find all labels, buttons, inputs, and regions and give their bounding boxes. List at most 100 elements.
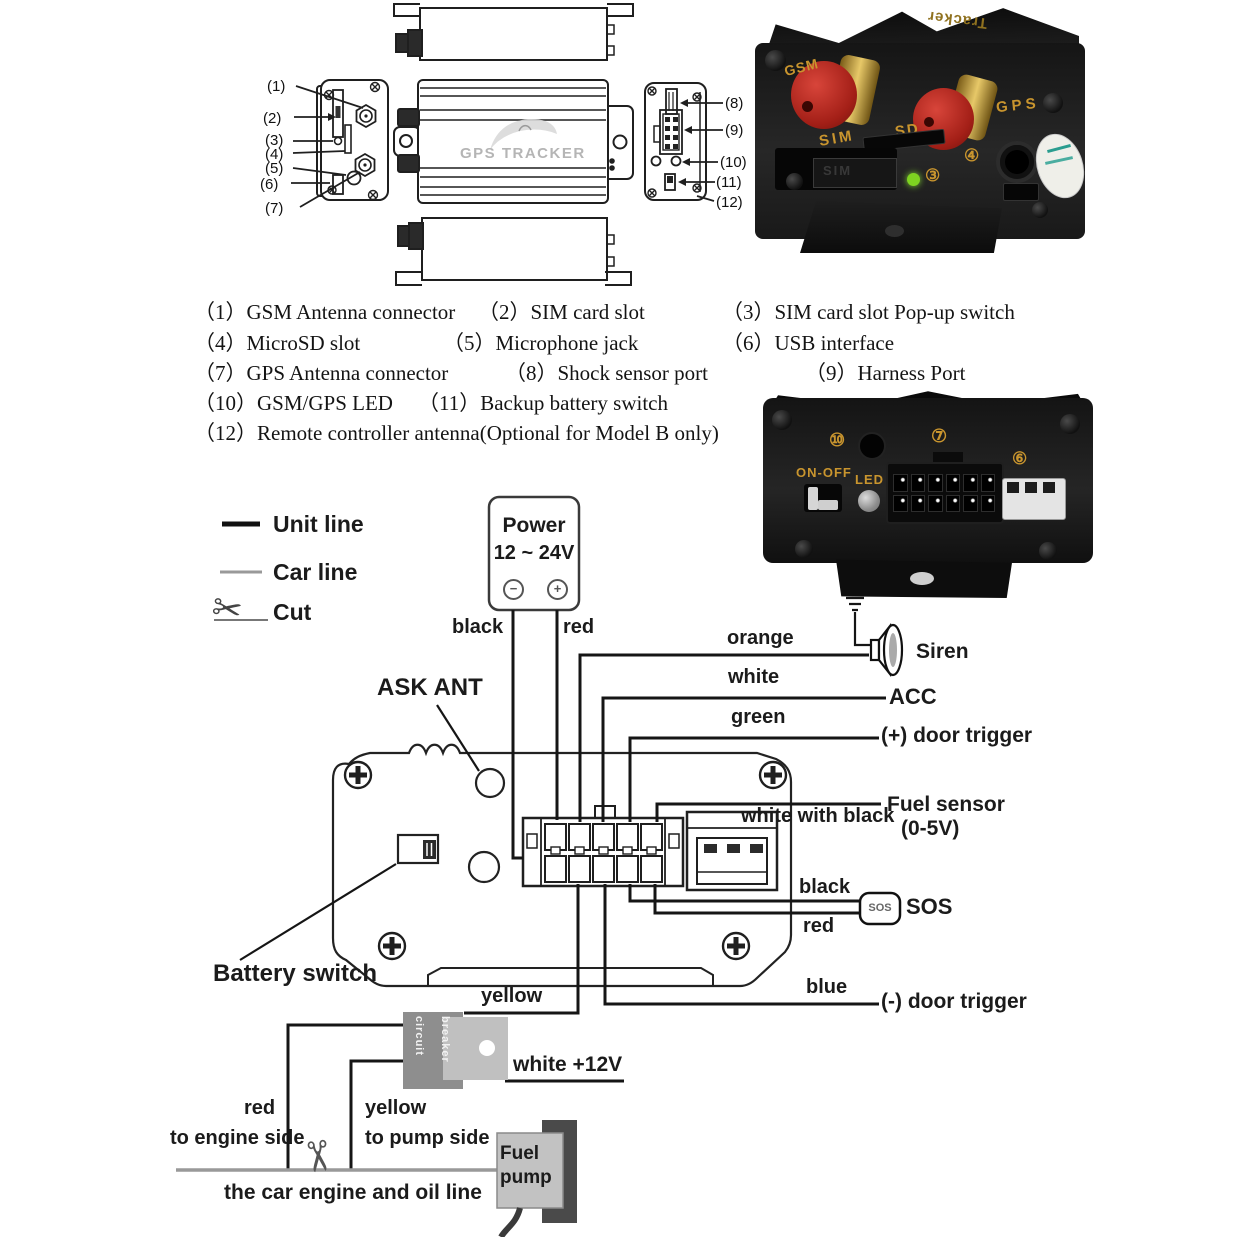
orange-wire-label: orange [727,627,794,649]
harness-socket [886,462,1004,524]
left-end-view-drawing [291,79,389,208]
yellow-pump-label: yellow [365,1097,427,1119]
part-item-7: （7）GPS Antenna connector [194,361,449,385]
power-switch-lever2 [818,500,838,510]
microphone-jack [996,141,1038,183]
gps-tracker-logo: GPS TRACKER [460,145,586,162]
screw-right [1043,93,1063,113]
right-end-view-drawing [644,82,723,202]
unit-wires [239,596,886,1170]
backplate-screws [343,760,788,961]
power-title: Power [502,514,566,537]
sim-tray [813,158,897,188]
usb-slot [1003,183,1039,201]
device-photo-front: Tracker GSM SIM SD GPS SIM ③ ④ [755,5,1093,255]
callout-12: (12) [716,194,743,211]
ask-ant-label: ASK ANT [377,674,483,701]
plus-terminal-icon: + [547,579,568,600]
gsm-antenna-hole [802,101,813,112]
callout-4: (4) [265,146,284,163]
part-item-4: （4）MicroSD slot [194,331,361,355]
part-item-8: （8）Shock sensor port [505,361,708,385]
part-item-10: （10）GSM/GPS LED [194,391,393,415]
gsm-antenna-cap [791,61,857,129]
minus-terminal-icon: − [503,579,524,600]
green-wire-label: green [731,706,786,728]
num4-marker: ④ [964,146,981,165]
cut-label: Cut [273,599,312,625]
white-12v-label: white +12V [513,1053,623,1076]
back-bracket-hole [910,572,934,585]
harness-pins [893,474,995,512]
part-item-12: （12）Remote controller antenna(Optional f… [194,421,719,445]
acc-label: ACC [889,684,937,709]
black-power-label: black [452,616,504,638]
callout-1: (1) [267,78,286,95]
screw-bottom-right [1032,202,1048,218]
part-item-11: （11）Backup battery switch [418,391,669,415]
battery-switch-label: Battery switch [213,960,378,987]
siren-label: Siren [916,640,969,663]
callout-7: (7) [265,200,284,217]
usb-pin1 [1007,482,1019,493]
siren-horn-icon [869,622,904,678]
blue-wire-label: blue [806,976,848,998]
on-off-label: ON-OFF [796,465,852,480]
brand-top-text: Tracker [926,7,989,32]
back-led [858,490,880,512]
legend-sample-lines [214,521,268,621]
red-power-label: red [563,616,595,638]
callout-11: (11) [716,174,742,191]
fuel-pump-shape [496,1120,577,1237]
screw-top-left [765,50,786,71]
part-item-2: （2）SIM card slot [478,300,645,324]
door-minus-label: (-) door trigger [881,990,1027,1013]
sim-tray-label: SIM [823,163,853,178]
part-item-9: （9）Harness Port [805,361,966,385]
part-item-1: （1）GSM Antenna connector [194,300,456,324]
power-switch-lever [808,487,818,510]
mic-hole [858,432,886,460]
circuit-breaker-label: circuit breaker [413,1016,451,1063]
power-voltage: 12 ~ 24V [493,542,575,564]
callout-5: (5) [265,160,284,177]
num7-marker: ⑦ [931,426,949,446]
unit-line-label: Unit line [273,511,364,537]
part-item-3: （3）SIM card slot Pop-up switch [722,300,1015,324]
num10-marker: ⑩ [829,430,847,450]
part-item-5: （5）Microphone jack [443,331,639,355]
device-photo-back: ⑩ ⑦ ⑥ ON-OFF LED [755,390,1100,618]
to-engine-side-label: to engine side [170,1127,305,1149]
fuel-connector-3pin [685,810,779,892]
part-item-6: （6）USB interface [722,331,895,355]
screw-bottom-left [786,173,803,190]
sos-button-text: SOS [868,902,892,914]
back-screw-bl [795,540,813,558]
bracket-hole [885,225,904,237]
yellow-breaker-label: yellow [481,985,543,1007]
usb-pin3 [1043,482,1055,493]
car-line-label: Car line [273,559,358,585]
top-view-drawing [393,79,634,204]
sos-label: SOS [906,894,953,919]
side-view-top-drawing [393,3,634,61]
usb-pin2 [1025,482,1037,493]
back-screw-tr [1060,414,1080,434]
status-led [907,173,920,186]
callout-8: (8) [725,95,744,112]
harness-connector-10pin [521,805,685,888]
door-plus-label: (+) door trigger [881,724,1033,747]
fuel-range-label: (0-5V) [901,817,960,840]
car-engine-oil-label: the car engine and oil line [224,1181,482,1204]
callout-9: (9) [725,122,744,139]
red-engine-label: red [244,1097,276,1119]
red-sos-label: red [803,915,835,937]
cut-mark-scissors-icon: ✂ [292,1136,344,1177]
back-screw-tl [772,410,792,430]
num3-marker: ③ [925,166,942,185]
fuel-sensor-label: Fuel sensor [887,793,1005,816]
white-with-black-label: white with black [741,805,895,827]
circuit-breaker-shape [403,1012,508,1089]
back-screw-br [1039,542,1057,560]
